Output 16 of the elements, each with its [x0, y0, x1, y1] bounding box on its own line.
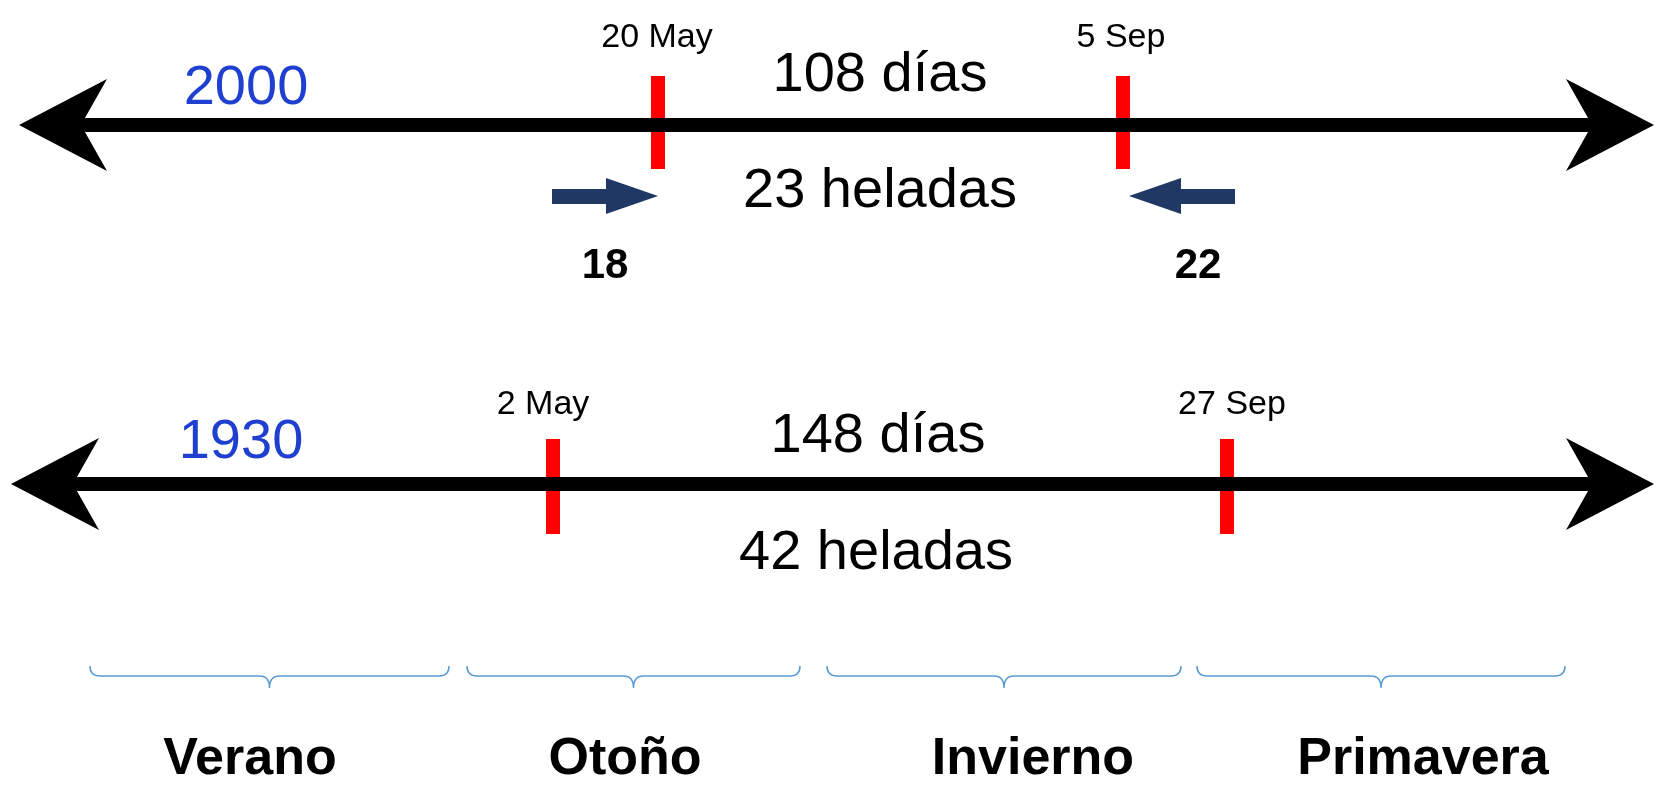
date-label: 5 Sep	[1076, 18, 1166, 52]
period-label: 108 días	[772, 44, 988, 100]
season-label: Invierno	[931, 730, 1135, 782]
period-label: 42 heladas	[739, 522, 1013, 578]
date-label: 2 May	[496, 385, 590, 419]
season-label: Otoño	[548, 730, 702, 782]
period-label: 148 días	[770, 405, 986, 461]
date-label: 20 May	[601, 18, 713, 52]
year-label: 2000	[183, 57, 309, 113]
date-label: 27 Sep	[1178, 385, 1286, 419]
year-label: 1930	[178, 411, 304, 467]
period-label: 23 heladas	[743, 160, 1017, 216]
season-label: Primavera	[1297, 730, 1549, 782]
season-label: Verano	[163, 730, 337, 782]
frost-count: 18	[581, 243, 629, 285]
frost-count: 22	[1174, 243, 1222, 285]
